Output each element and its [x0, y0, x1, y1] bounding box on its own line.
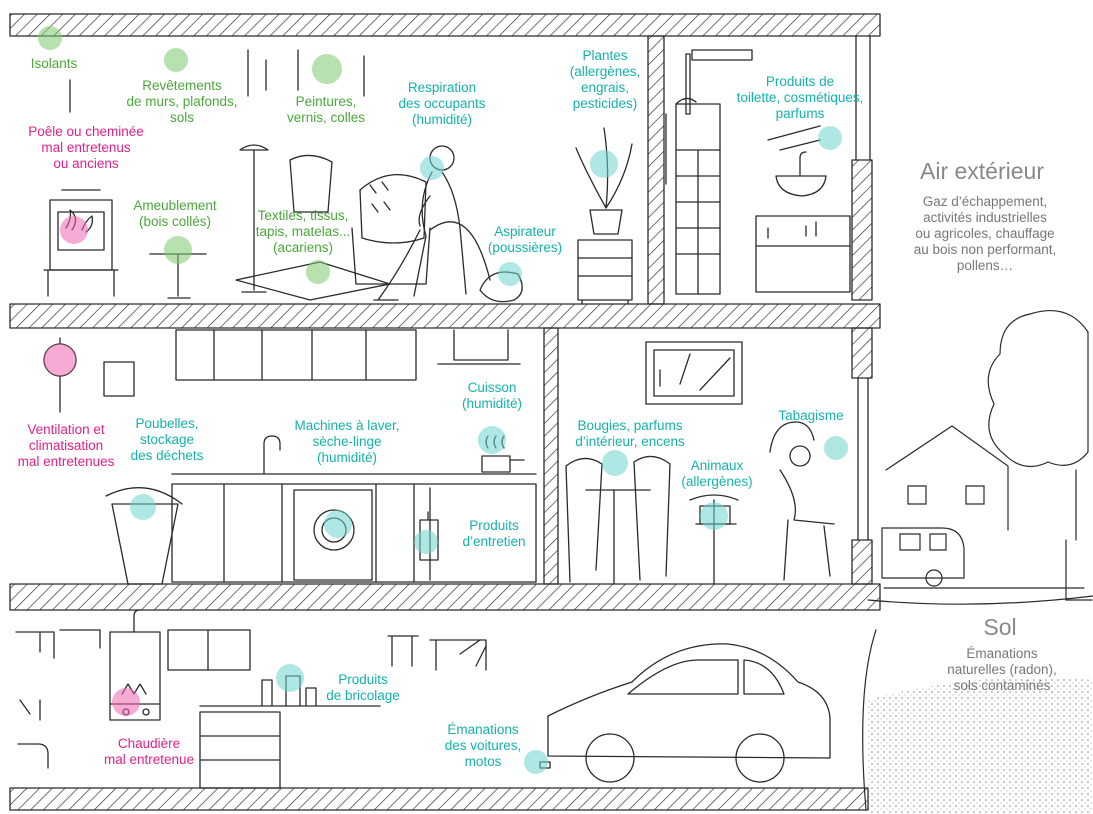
label-revetements: Revêtements de murs, plafonds, sols: [126, 78, 238, 125]
outer-wall-lower: [851, 539, 873, 585]
outer-wall-middle: [851, 327, 873, 379]
ground-curve: [867, 595, 1093, 605]
marker-chaudiere: [112, 688, 140, 716]
label-poele: Poêle ou cheminée mal entretenus ou anci…: [28, 124, 144, 171]
marker-aspirateur: [498, 262, 522, 286]
label-voitures: Émanations des voitures, motos: [444, 722, 522, 769]
marker-bricolage: [276, 664, 304, 692]
floor-slab-1: [9, 303, 881, 329]
sol-title: Sol: [983, 614, 1017, 640]
marker-produits-toilette: [818, 126, 842, 150]
label-animaux: Animaux (allergènes): [681, 458, 753, 489]
label-produits-toilette: Produits de toilette, cosmétiques, parfu…: [736, 74, 864, 121]
label-respiration: Respiration des occupants (humidité): [398, 80, 486, 127]
tree: [987, 310, 1089, 541]
label-peintures: Peintures, vernis, colles: [286, 94, 366, 125]
marker-isolants: [38, 26, 62, 50]
label-bricolage: Produits de bricolage: [326, 672, 400, 703]
marker-machines: [324, 510, 352, 538]
label-aspirateur: Aspirateur (poussières): [487, 224, 563, 255]
marker-entretien: [414, 530, 438, 554]
marker-respiration: [420, 156, 444, 180]
label-ventilation: Ventilation et climatisation mal entrete…: [17, 422, 115, 469]
label-cuisson: Cuisson (humidité): [461, 380, 523, 411]
outer-wall-upper: [851, 159, 873, 301]
marker-revetements: [164, 48, 188, 72]
label-isolants: Isolants: [30, 56, 78, 71]
soil-area: [868, 677, 1093, 814]
marker-voitures: [524, 750, 548, 774]
floor-slab-2: [9, 583, 881, 611]
marker-textiles: [306, 260, 330, 284]
label-produits-entretien: Produits d’entretien: [462, 518, 526, 549]
label-textiles: Textiles, tissus, tapis, matelas... (aca…: [255, 208, 351, 255]
marker-poele: [60, 216, 88, 244]
label-bougies: Bougies, parfums d’intérieur, encens: [575, 418, 685, 449]
marker-ventilation: [44, 344, 76, 376]
marker-plantes: [590, 150, 618, 178]
marker-peintures: [312, 54, 342, 84]
label-tabagisme: Tabagisme: [778, 408, 844, 423]
label-ameublement: Ameublement (bois collés): [133, 198, 217, 229]
kitchen-wall: [543, 327, 559, 585]
marker-animaux: [700, 502, 728, 530]
label-chaudiere: Chaudière mal entretenue: [103, 736, 195, 767]
marker-poubelles: [130, 494, 156, 520]
air-exterieur-title: Air extérieur: [920, 158, 1044, 184]
bathroom-wall: [647, 35, 665, 305]
label-poubelles: Poubelles, stockage des déchets: [130, 416, 204, 463]
marker-bougies: [602, 450, 628, 476]
marker-tabagisme: [824, 436, 848, 460]
label-machines: Machines à laver, sèche-linge (humidité): [294, 418, 400, 465]
outdoor-car: [881, 527, 965, 579]
roof-slab: [9, 13, 881, 37]
marker-cuisson: [478, 426, 506, 454]
neighbor-house: [885, 425, 1009, 531]
sol-desc: Émanations naturelles (radon), sols cont…: [947, 646, 1057, 693]
ground-slab: [9, 787, 869, 811]
label-plantes: Plantes (allergènes, engrais, pesticides…: [569, 48, 641, 111]
air-exterieur-desc: Gaz d’échappement, activités industriell…: [913, 194, 1057, 273]
marker-ameublement: [164, 236, 192, 264]
